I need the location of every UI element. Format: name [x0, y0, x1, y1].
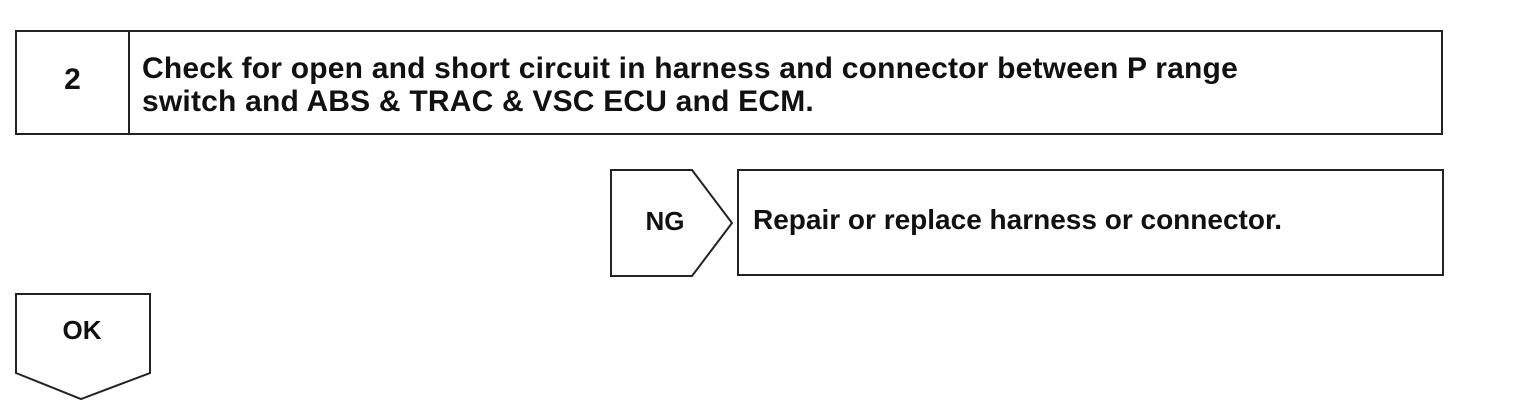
ng-label: NG: [645, 205, 685, 236]
ok-label: OK: [62, 315, 102, 345]
ng-arrow-shape: [610, 169, 734, 277]
ng-action-text: Repair or replace harness or connector.: [753, 203, 1283, 235]
step-title-line-1: Check for open and short circuit in harn…: [142, 52, 1238, 85]
step-box: 2 Check for open and short circuit in ha…: [15, 30, 1443, 135]
step-number: 2: [17, 32, 130, 133]
ng-branch-tag: NG: [610, 169, 734, 277]
ng-action-box: Repair or replace harness or connector.: [737, 169, 1444, 276]
step-title: Check for open and short circuit in harn…: [130, 32, 1441, 133]
ok-arrow-shape: [15, 293, 151, 401]
ok-branch-tag: OK: [15, 293, 153, 401]
step-title-line-2: switch and ABS & TRAC & VSC ECU and ECM.: [142, 85, 814, 118]
